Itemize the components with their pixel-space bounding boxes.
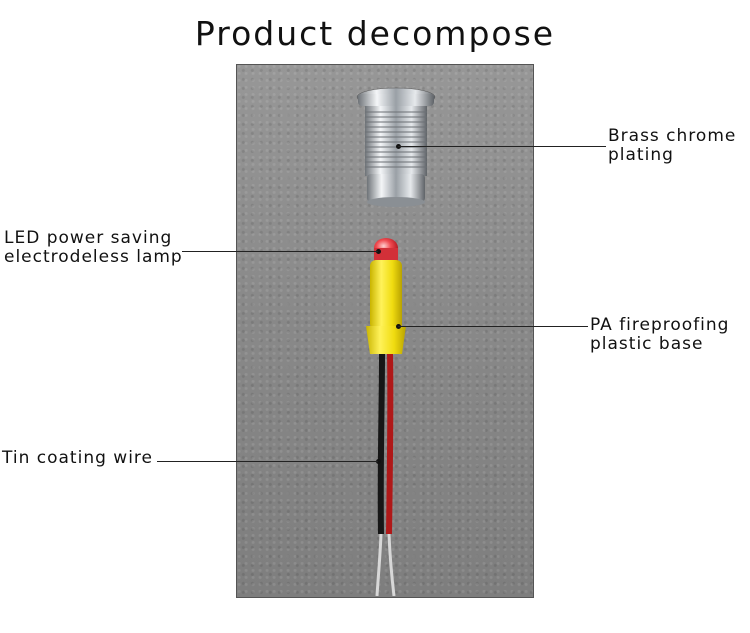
component-illustration [356,87,436,596]
page-title: Product decompose [194,14,556,53]
wire-callout-dot [376,459,381,464]
wire-callout-line [157,461,378,462]
led-callout-line [182,251,378,252]
base-label: PA fireproofing plastic base [590,315,730,354]
yellow-base [366,260,406,354]
base-callout-line [398,326,588,327]
led-callout-dot [376,249,381,254]
brass-callout-line [398,146,606,147]
wires [375,353,396,596]
led-label: LED power saving electrodeless lamp [4,228,183,267]
brass-label: Brass chrome plating [608,126,737,165]
wire-label: Tin coating wire [2,448,153,468]
chrome-housing [356,87,436,207]
